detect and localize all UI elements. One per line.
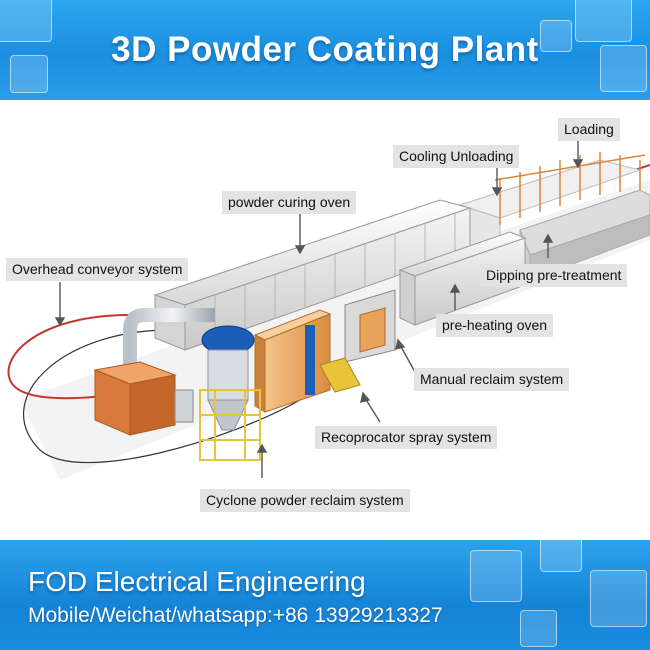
label-dipping-pretreatment: Dipping pre-treatment: [480, 264, 628, 287]
cyclone-support-frame: [199, 389, 261, 461]
decor-tile: [470, 550, 522, 602]
decor-tile: [540, 540, 582, 572]
overhead-conveyor-loop: [7, 314, 141, 400]
label-manual-reclaim: Manual reclaim system: [414, 368, 570, 391]
furnace-unit: [174, 389, 194, 423]
plant-diagram: Loading Cooling Unloading powder curing …: [0, 100, 650, 540]
contact-info: Mobile/Weichat/whatsapp:+86 13929213327: [28, 604, 443, 627]
label-cyclone-reclaim: Cyclone powder reclaim system: [200, 489, 410, 512]
curing-oven-panels: [214, 213, 456, 340]
header-banner: 3D Powder Coating Plant: [0, 0, 650, 100]
label-pointers: [54, 138, 584, 478]
conveyor-track-lower: [22, 329, 301, 464]
footer-banner: FOD Electrical Engineering Mobile/Weicha…: [0, 540, 650, 650]
preheat-oven-end: [399, 269, 416, 326]
curing-oven-end: [154, 294, 186, 351]
label-overhead-conveyor: Overhead conveyor system: [6, 258, 189, 281]
label-cooling-unloading: Cooling Unloading: [393, 145, 520, 168]
label-powder-curing-oven: powder curing oven: [222, 191, 357, 214]
reciprocator-column: [305, 325, 315, 395]
decor-tile: [520, 610, 557, 647]
spray-booth-end: [254, 334, 266, 413]
decor-tile: [575, 0, 632, 42]
label-loading: Loading: [558, 118, 620, 141]
decor-tile: [540, 20, 572, 52]
company-name: FOD Electrical Engineering: [28, 566, 366, 597]
decor-tile: [0, 0, 52, 42]
decor-tile: [10, 55, 48, 93]
reciprocator-platform: [319, 357, 361, 393]
page-title: 3D Powder Coating Plant: [111, 30, 539, 69]
plant-illustration: [7, 138, 650, 480]
manual-booth-opening: [359, 307, 386, 353]
label-reciprocator-spray: Recoprocator spray system: [315, 426, 498, 449]
label-preheating-oven: pre-heating oven: [436, 314, 554, 337]
cyclone-duct: [123, 308, 215, 420]
furnace-side: [129, 374, 176, 436]
decor-tile: [590, 570, 647, 627]
decor-tile: [600, 45, 647, 92]
